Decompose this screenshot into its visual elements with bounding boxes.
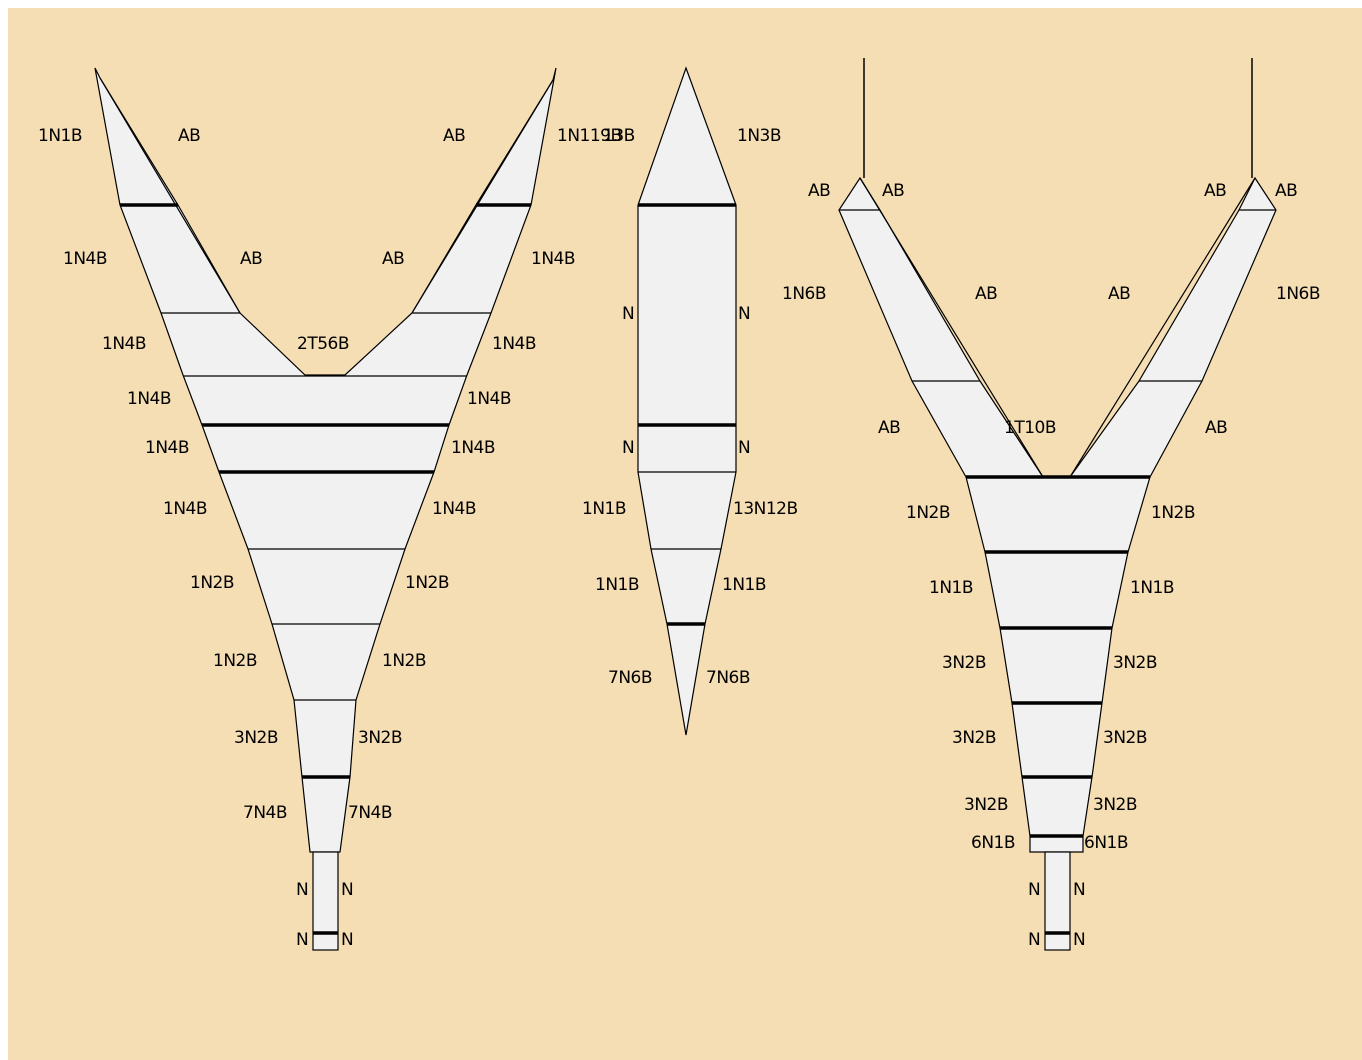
left-label-l10: 7N4B <box>243 803 287 823</box>
middle-label-top-l: 13B <box>603 126 635 146</box>
right-label-r3: AB <box>1205 418 1227 438</box>
left-label-l7: 1N2B <box>190 573 234 593</box>
right-label-r9: 6N1B <box>1084 833 1128 853</box>
middle-label-l4: 1N1B <box>582 499 626 519</box>
right-inner-edge-l <box>859 177 1044 478</box>
left-label-l8: 1N2B <box>213 651 257 671</box>
left-label-r10: 7N4B <box>348 803 392 823</box>
right-label-ab-rl: AB <box>1204 181 1226 201</box>
left-label-l4: 1N4B <box>127 389 171 409</box>
right-label-l10: N <box>1028 880 1040 900</box>
right-label-ab-rr: AB <box>1275 181 1297 201</box>
left-label-in-l1: AB <box>178 126 200 146</box>
right-label-in-l2: AB <box>975 284 997 304</box>
right-label-ab-lr: AB <box>882 181 904 201</box>
left-label-in-r2: AB <box>382 249 404 269</box>
left-label-r7: 1N2B <box>405 573 449 593</box>
right-label-r8: 3N2B <box>1093 795 1137 815</box>
right-label-l8: 3N2B <box>964 795 1008 815</box>
left-label-r8: 1N2B <box>382 651 426 671</box>
left-stem <box>312 851 339 951</box>
left-label-in-l2: AB <box>240 249 262 269</box>
left-label-r4: 1N4B <box>467 389 511 409</box>
middle-label-r3: N <box>738 438 750 458</box>
right-label-crotch: 1T10B <box>1004 418 1056 438</box>
left-label-r2: 1N4B <box>531 249 575 269</box>
left-label-l1: 1N1B <box>38 126 82 146</box>
left-label-l6: 1N4B <box>163 499 207 519</box>
right-label-r7: 3N2B <box>1103 728 1147 748</box>
middle-label-l5: 1N1B <box>595 575 639 595</box>
middle-label-r6: 7N6B <box>706 668 750 688</box>
middle-label-l3: N <box>622 438 634 458</box>
right-y-body <box>838 176 1277 853</box>
right-inner-edge-r <box>1069 177 1256 478</box>
right-label-l6: 3N2B <box>942 653 986 673</box>
right-label-l11: N <box>1028 930 1040 950</box>
right-label-l4: 1N2B <box>906 503 950 523</box>
left-label-crotch: 2T56B <box>297 334 349 354</box>
left-label-r3: 1N4B <box>492 334 536 354</box>
left-label-r1: 1N119B <box>557 126 622 146</box>
middle-label-r4: 13N12B <box>733 499 798 519</box>
left-label-r12: N <box>341 930 353 950</box>
right-label-r4: 1N2B <box>1151 503 1195 523</box>
right-label-r6: 3N2B <box>1113 653 1157 673</box>
right-label-l7: 3N2B <box>952 728 996 748</box>
right-label-l9: 6N1B <box>971 833 1015 853</box>
left-label-in-r1: AB <box>443 126 465 146</box>
middle-label-top-r: 1N3B <box>737 126 781 146</box>
left-diagram: 1N1B AB AB 1N119B 1N4B AB AB 1N4B 1N4B 2… <box>38 67 622 951</box>
left-label-l11: N <box>296 880 308 900</box>
middle-label-r2: N <box>738 304 750 324</box>
left-label-l9: 3N2B <box>234 728 278 748</box>
middle-diagram: 13B 1N3B N N N N 1N1B 13N12B 1N1B 1N1B 7… <box>582 66 798 736</box>
left-label-r11: N <box>341 880 353 900</box>
left-inner-edge-r <box>411 79 554 314</box>
right-label-l5: 1N1B <box>929 578 973 598</box>
left-label-r6: 1N4B <box>432 499 476 519</box>
right-label-r11: N <box>1073 930 1085 950</box>
left-label-r9: 3N2B <box>358 728 402 748</box>
left-label-l12: N <box>296 930 308 950</box>
right-diagram: AB AB AB AB 1N6B AB AB 1N6B AB 1T10B AB … <box>782 58 1321 951</box>
right-label-l2: 1N6B <box>782 284 826 304</box>
right-label-r2: 1N6B <box>1276 284 1320 304</box>
right-label-r10: N <box>1073 880 1085 900</box>
right-label-ab-ll: AB <box>808 181 830 201</box>
middle-label-l2: N <box>622 304 634 324</box>
middle-label-r5: 1N1B <box>722 575 766 595</box>
left-label-r5: 1N4B <box>451 438 495 458</box>
right-label-in-r2: AB <box>1108 284 1130 304</box>
right-label-r5: 1N1B <box>1130 578 1174 598</box>
left-label-l3: 1N4B <box>102 334 146 354</box>
right-label-l3: AB <box>878 418 900 438</box>
right-stem <box>1044 851 1071 951</box>
left-label-l5: 1N4B <box>145 438 189 458</box>
middle-body <box>637 66 737 736</box>
left-label-l2: 1N4B <box>63 249 107 269</box>
left-inner-edge-l <box>99 77 241 314</box>
middle-label-l6: 7N6B <box>608 668 652 688</box>
